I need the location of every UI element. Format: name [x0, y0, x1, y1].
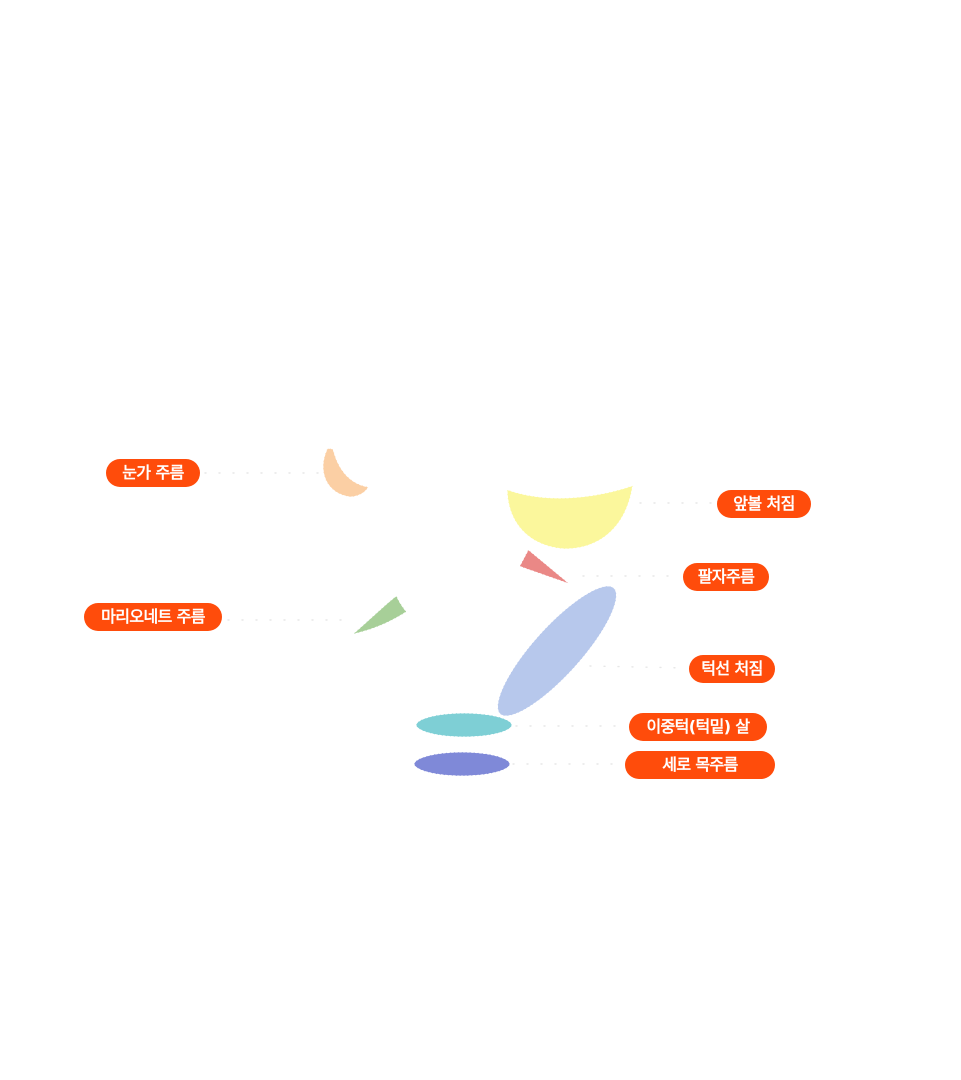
label-nasolabial: 팔자주름 [683, 563, 769, 591]
nasolabial-area [515, 545, 576, 589]
leader-jawline [589, 665, 687, 669]
label-cheek-sagging: 앞볼 처짐 [717, 490, 811, 518]
marionette-area [343, 591, 411, 639]
label-eye-wrinkles: 눈가 주름 [106, 459, 200, 487]
label-double-chin: 이중턱(턱밑) 살 [629, 713, 767, 741]
cheek-sagging-area [504, 481, 636, 552]
eye-wrinkles-area [320, 445, 373, 500]
double-chin-area [413, 710, 515, 740]
label-neck-wrinkles: 세로 목주름 [625, 751, 775, 779]
label-jawline: 턱선 처짐 [689, 655, 775, 683]
label-marionette: 마리오네트 주름 [84, 603, 222, 631]
jawline-area [495, 583, 619, 719]
neck-wrinkles-area [411, 749, 513, 779]
